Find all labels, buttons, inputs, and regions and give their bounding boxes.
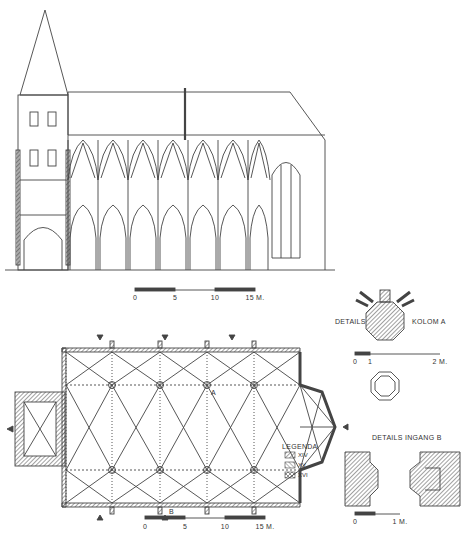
longitudinal-section bbox=[5, 10, 335, 291]
detail-title: KOLOM A bbox=[412, 318, 446, 325]
legend-entry: XV bbox=[298, 462, 306, 468]
scale-number: 1 bbox=[368, 358, 372, 365]
scale-number: 5 bbox=[173, 294, 177, 301]
scale-number: 0 bbox=[133, 294, 137, 301]
scale-number: 2 M. bbox=[433, 358, 448, 365]
section-mark: B bbox=[169, 508, 174, 515]
section-mark: A bbox=[211, 389, 216, 396]
scale-number: 0 bbox=[353, 518, 357, 525]
scale-number: 5 bbox=[183, 523, 187, 530]
detail-title: DETAILS bbox=[335, 318, 366, 325]
scale-number: 0 bbox=[143, 523, 147, 530]
legend-title: LEGENDA bbox=[282, 443, 318, 450]
legend-entry: XIV bbox=[298, 452, 308, 458]
scale-number: 15 M. bbox=[245, 294, 264, 301]
legend-entry: XVI bbox=[298, 472, 308, 478]
scale-number: 0 bbox=[353, 358, 357, 365]
floor-plan bbox=[7, 335, 348, 520]
detail-title: DETAILS INGANG B bbox=[372, 434, 442, 441]
scale-number: 1 M. bbox=[393, 518, 408, 525]
scale-number: 10 bbox=[221, 523, 229, 530]
legend-samples bbox=[285, 452, 295, 478]
scale-number: 15 M. bbox=[255, 523, 274, 530]
scale-number: 10 bbox=[211, 294, 219, 301]
